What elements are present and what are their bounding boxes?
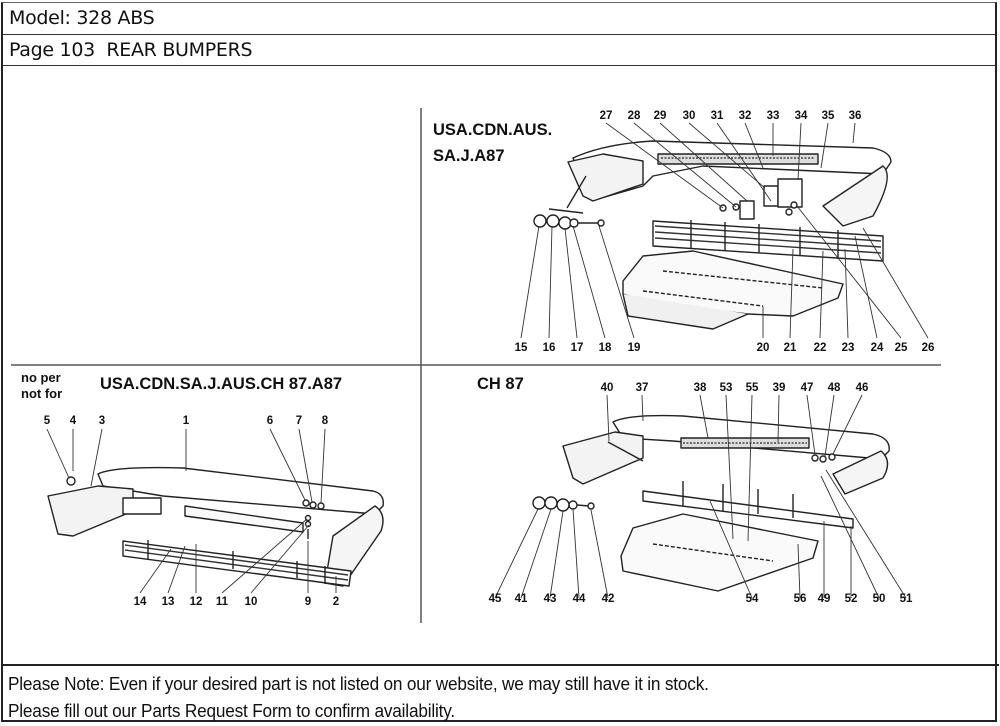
callout-56: 56 bbox=[793, 593, 807, 605]
diagram-artwork bbox=[11, 108, 941, 623]
euro-bumper-leader-lines bbox=[46, 428, 337, 594]
callout-53: 53 bbox=[719, 382, 733, 394]
callout-45: 45 bbox=[488, 593, 502, 605]
callout-30: 30 bbox=[682, 110, 696, 122]
callout-19: 19 bbox=[627, 342, 641, 354]
model-row: Model: 328 ABS bbox=[3, 3, 995, 35]
callout-31: 31 bbox=[710, 110, 724, 122]
callout-50: 50 bbox=[872, 593, 886, 605]
callout-5: 5 bbox=[43, 415, 51, 427]
callout-52: 52 bbox=[844, 593, 858, 605]
callout-32: 32 bbox=[738, 110, 752, 122]
callout-42: 42 bbox=[601, 593, 615, 605]
callout-27: 27 bbox=[599, 110, 613, 122]
region-note-no-per: no per bbox=[21, 370, 61, 385]
callout-16: 16 bbox=[542, 342, 556, 354]
callout-18: 18 bbox=[598, 342, 612, 354]
callout-3: 3 bbox=[98, 415, 106, 427]
page-title: Page 103 REAR BUMPERS bbox=[9, 39, 253, 61]
region-title-ch87: CH 87 bbox=[477, 375, 524, 393]
stock-note: Please Note: Even if your desired part i… bbox=[3, 664, 999, 725]
callout-20: 20 bbox=[756, 342, 770, 354]
callout-13: 13 bbox=[161, 596, 175, 608]
callout-1: 1 bbox=[182, 415, 190, 427]
callout-35: 35 bbox=[821, 110, 835, 122]
callout-55: 55 bbox=[745, 382, 759, 394]
exploded-parts-diagram: USA.CDN.AUS. SA.J.A87 no per not for USA… bbox=[3, 66, 999, 663]
callout-47: 47 bbox=[800, 382, 814, 394]
region-title-usa-line2: SA.J.A87 bbox=[433, 147, 505, 165]
callout-17: 17 bbox=[570, 342, 584, 354]
callout-23: 23 bbox=[841, 342, 855, 354]
callout-33: 33 bbox=[766, 110, 780, 122]
callout-49: 49 bbox=[817, 593, 831, 605]
callout-37: 37 bbox=[635, 382, 649, 394]
us-bumper-drawing bbox=[533, 140, 892, 330]
page-title-row: Page 103 REAR BUMPERS bbox=[3, 35, 995, 66]
callout-11: 11 bbox=[215, 596, 229, 608]
callout-29: 29 bbox=[653, 110, 667, 122]
callout-10: 10 bbox=[244, 596, 258, 608]
callout-38: 38 bbox=[693, 382, 707, 394]
euro-bumper-drawing bbox=[47, 466, 384, 587]
callout-24: 24 bbox=[870, 342, 884, 354]
region-title-euro: USA.CDN.SA.J.AUS.CH 87.A87 bbox=[100, 375, 343, 393]
callout-12: 12 bbox=[189, 596, 203, 608]
callout-21: 21 bbox=[783, 342, 797, 354]
stock-note-line-2: Please fill out our Parts Request Form t… bbox=[8, 700, 455, 721]
callout-14: 14 bbox=[133, 596, 147, 608]
callout-34: 34 bbox=[794, 110, 808, 122]
model-label: Model: 328 ABS bbox=[9, 7, 155, 29]
callout-46: 46 bbox=[855, 382, 869, 394]
callout-7: 7 bbox=[295, 415, 303, 427]
callout-54: 54 bbox=[745, 593, 759, 605]
callout-6: 6 bbox=[266, 415, 274, 427]
callout-8: 8 bbox=[321, 415, 329, 427]
us-bumper-leader-lines bbox=[520, 122, 929, 339]
callout-2: 2 bbox=[332, 596, 340, 608]
callout-51: 51 bbox=[899, 593, 913, 605]
callout-22: 22 bbox=[813, 342, 827, 354]
callout-36: 36 bbox=[848, 110, 862, 122]
callout-39: 39 bbox=[772, 382, 786, 394]
callout-44: 44 bbox=[572, 593, 586, 605]
callout-48: 48 bbox=[827, 382, 841, 394]
ch87-bumper-leader-lines bbox=[494, 394, 907, 599]
callout-40: 40 bbox=[600, 382, 614, 394]
callout-4: 4 bbox=[69, 415, 77, 427]
callout-9: 9 bbox=[304, 596, 312, 608]
region-title-usa-line1: USA.CDN.AUS. bbox=[433, 121, 553, 139]
callout-26: 26 bbox=[921, 342, 935, 354]
callout-15: 15 bbox=[514, 342, 528, 354]
callout-25: 25 bbox=[894, 342, 908, 354]
callout-28: 28 bbox=[627, 110, 641, 122]
callout-43: 43 bbox=[543, 593, 557, 605]
callout-41: 41 bbox=[514, 593, 528, 605]
stock-note-line-1: Please Note: Even if your desired part i… bbox=[8, 673, 709, 694]
region-note-not-for: not for bbox=[21, 386, 63, 401]
